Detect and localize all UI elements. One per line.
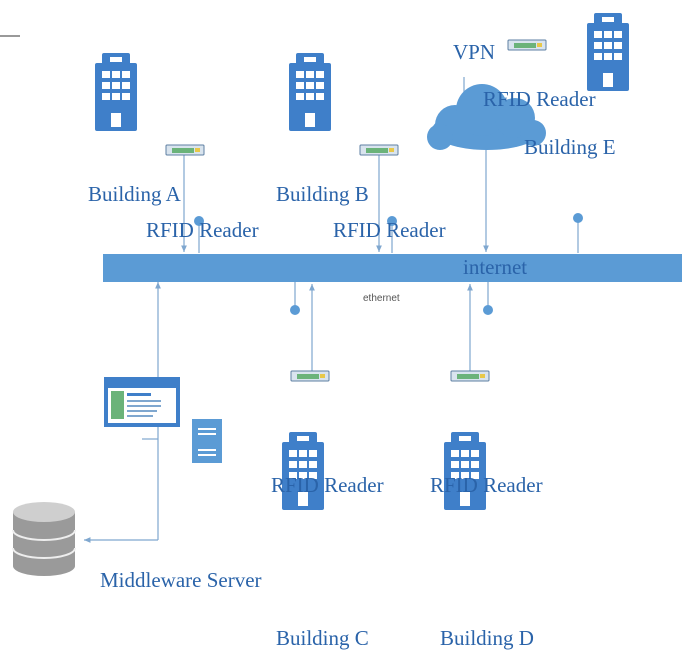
rfid-reader-a-label: RFID Reader [146, 218, 259, 242]
network-bus [103, 254, 682, 282]
building-b-icon [289, 53, 331, 131]
middleware-server-label: Middleware Server [100, 568, 262, 592]
rfid-reader-b-label: RFID Reader [333, 218, 446, 242]
building-b-label: Building B [276, 182, 369, 206]
building-c-label: Building C [276, 626, 369, 650]
building-d-label: Building D [440, 626, 534, 650]
database-icon [12, 502, 76, 576]
building-a-icon [95, 53, 137, 131]
rfid-reader-e-icon [507, 39, 547, 51]
internet-label: internet [463, 255, 528, 279]
ethernet-label: ethernet [363, 293, 400, 304]
rfid-reader-b-icon [359, 144, 399, 156]
building-d-icon [444, 432, 486, 510]
rfid-reader-a-icon [165, 144, 205, 156]
building-e-icon [587, 13, 629, 91]
building-a-label: Building A [88, 182, 181, 206]
rfid-reader-c-label: RFID Reader [271, 473, 384, 497]
rfid-reader-e-label: RFID Reader [483, 87, 596, 111]
server-tower-icon [192, 419, 222, 463]
cloud-icon [427, 84, 546, 150]
rfid-reader-c-icon [290, 370, 330, 382]
rfid-reader-d-icon [450, 370, 490, 382]
monitor-icon [104, 377, 180, 427]
node-dots [194, 213, 583, 315]
building-c-icon [282, 432, 324, 510]
building-e-label: Building E [524, 135, 616, 159]
rfid-reader-d-label: RFID Reader [430, 473, 543, 497]
vpn-label: VPN [453, 40, 496, 64]
